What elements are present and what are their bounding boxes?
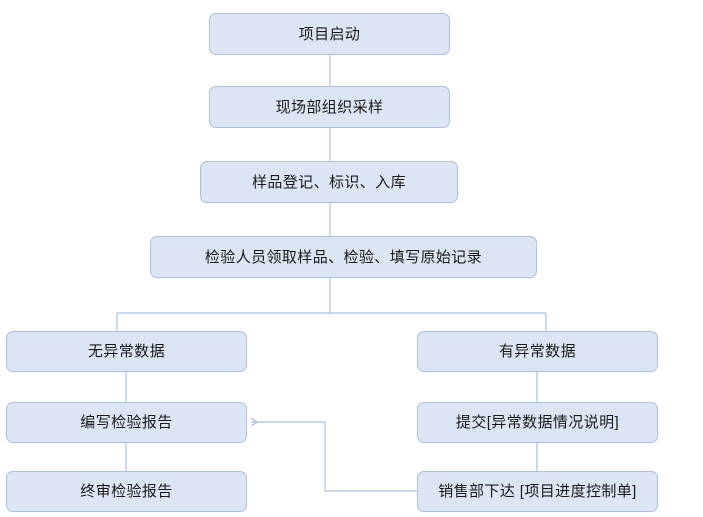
flow-node-label: 提交[异常数据情况说明] <box>455 414 620 431</box>
flow-node-no-abnormal-data[interactable]: 无异常数据 <box>6 331 247 372</box>
flow-node-site-sampling[interactable]: 现场部组织采样 <box>209 86 450 128</box>
flow-node-label: 无异常数据 <box>87 343 165 360</box>
flow-node-label: 销售部下达 [项目进度控制单] <box>438 483 637 500</box>
flow-node-has-abnormal-data[interactable]: 有异常数据 <box>417 331 658 372</box>
flow-node-final-review-report[interactable]: 终审检验报告 <box>6 471 247 512</box>
flow-node-write-report[interactable]: 编写检验报告 <box>6 402 247 443</box>
flow-node-label: 检验人员领取样品、检验、填写原始记录 <box>204 248 483 266</box>
flow-node-label: 项目启动 <box>298 25 361 43</box>
flow-node-label: 终审检验报告 <box>80 483 173 500</box>
flow-node-label: 现场部组织采样 <box>275 98 384 116</box>
flow-node-inspector-record[interactable]: 检验人员领取样品、检验、填写原始记录 <box>150 236 537 278</box>
flow-node-sample-registration[interactable]: 样品登记、标识、入库 <box>200 161 458 203</box>
flow-node-label: 编写检验报告 <box>80 414 173 431</box>
flow-node-sales-progress-order[interactable]: 销售部下达 [项目进度控制单] <box>417 471 658 512</box>
flow-node-label: 有异常数据 <box>498 343 576 360</box>
flow-node-submit-abnormal-explanation[interactable]: 提交[异常数据情况说明] <box>417 402 658 443</box>
flow-node-label: 样品登记、标识、入库 <box>251 173 406 191</box>
connector-sales-order-to-write-report <box>251 422 417 492</box>
flow-node-project-start[interactable]: 项目启动 <box>209 13 450 55</box>
